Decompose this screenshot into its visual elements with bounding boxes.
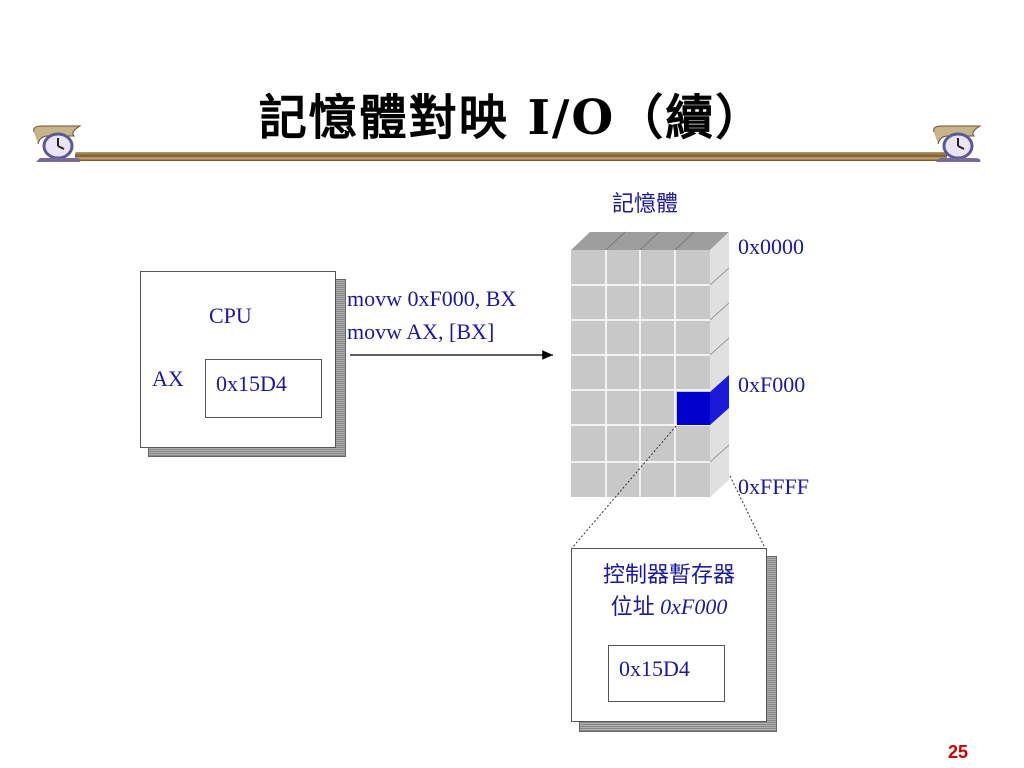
address-prefix: 位址: [610, 594, 661, 619]
instruction-1: movw 0xF000, BX: [347, 286, 517, 311]
highlighted-cell: [677, 392, 710, 425]
title-rule: [75, 152, 947, 161]
ax-register-value: 0x15D4: [216, 371, 287, 396]
memory-label: 記憶體: [612, 191, 679, 216]
controller-register-box: [608, 645, 725, 702]
controller-label-line1: 控制器暫存器: [602, 562, 735, 587]
address-0000: 0x0000: [738, 234, 804, 259]
ax-register-box: [205, 359, 322, 418]
memory-block: [571, 231, 730, 497]
page-title: 記憶體對映 I/O（續）: [258, 90, 766, 146]
callout-line-right: [729, 475, 766, 549]
memory-side-face: [710, 232, 729, 497]
address-f000: 0xF000: [738, 372, 806, 397]
clock-logo-left-icon: [33, 125, 82, 162]
clock-logo-right-icon: [933, 125, 982, 162]
callout-line-left: [571, 425, 677, 549]
instruction-2: movw AX, [BX]: [347, 319, 495, 344]
controller-label-line2: 位址 0xF000: [571, 589, 767, 621]
address-ffff: 0xFFFF: [738, 474, 809, 499]
highlighted-cell-side: [710, 375, 729, 425]
controller-register-value: 0x15D4: [619, 656, 690, 681]
cpu-label: CPU: [209, 303, 252, 328]
controller-address: 0xF000: [660, 594, 728, 619]
ax-register-label: AX: [152, 366, 184, 391]
page-number: 25: [947, 742, 968, 762]
